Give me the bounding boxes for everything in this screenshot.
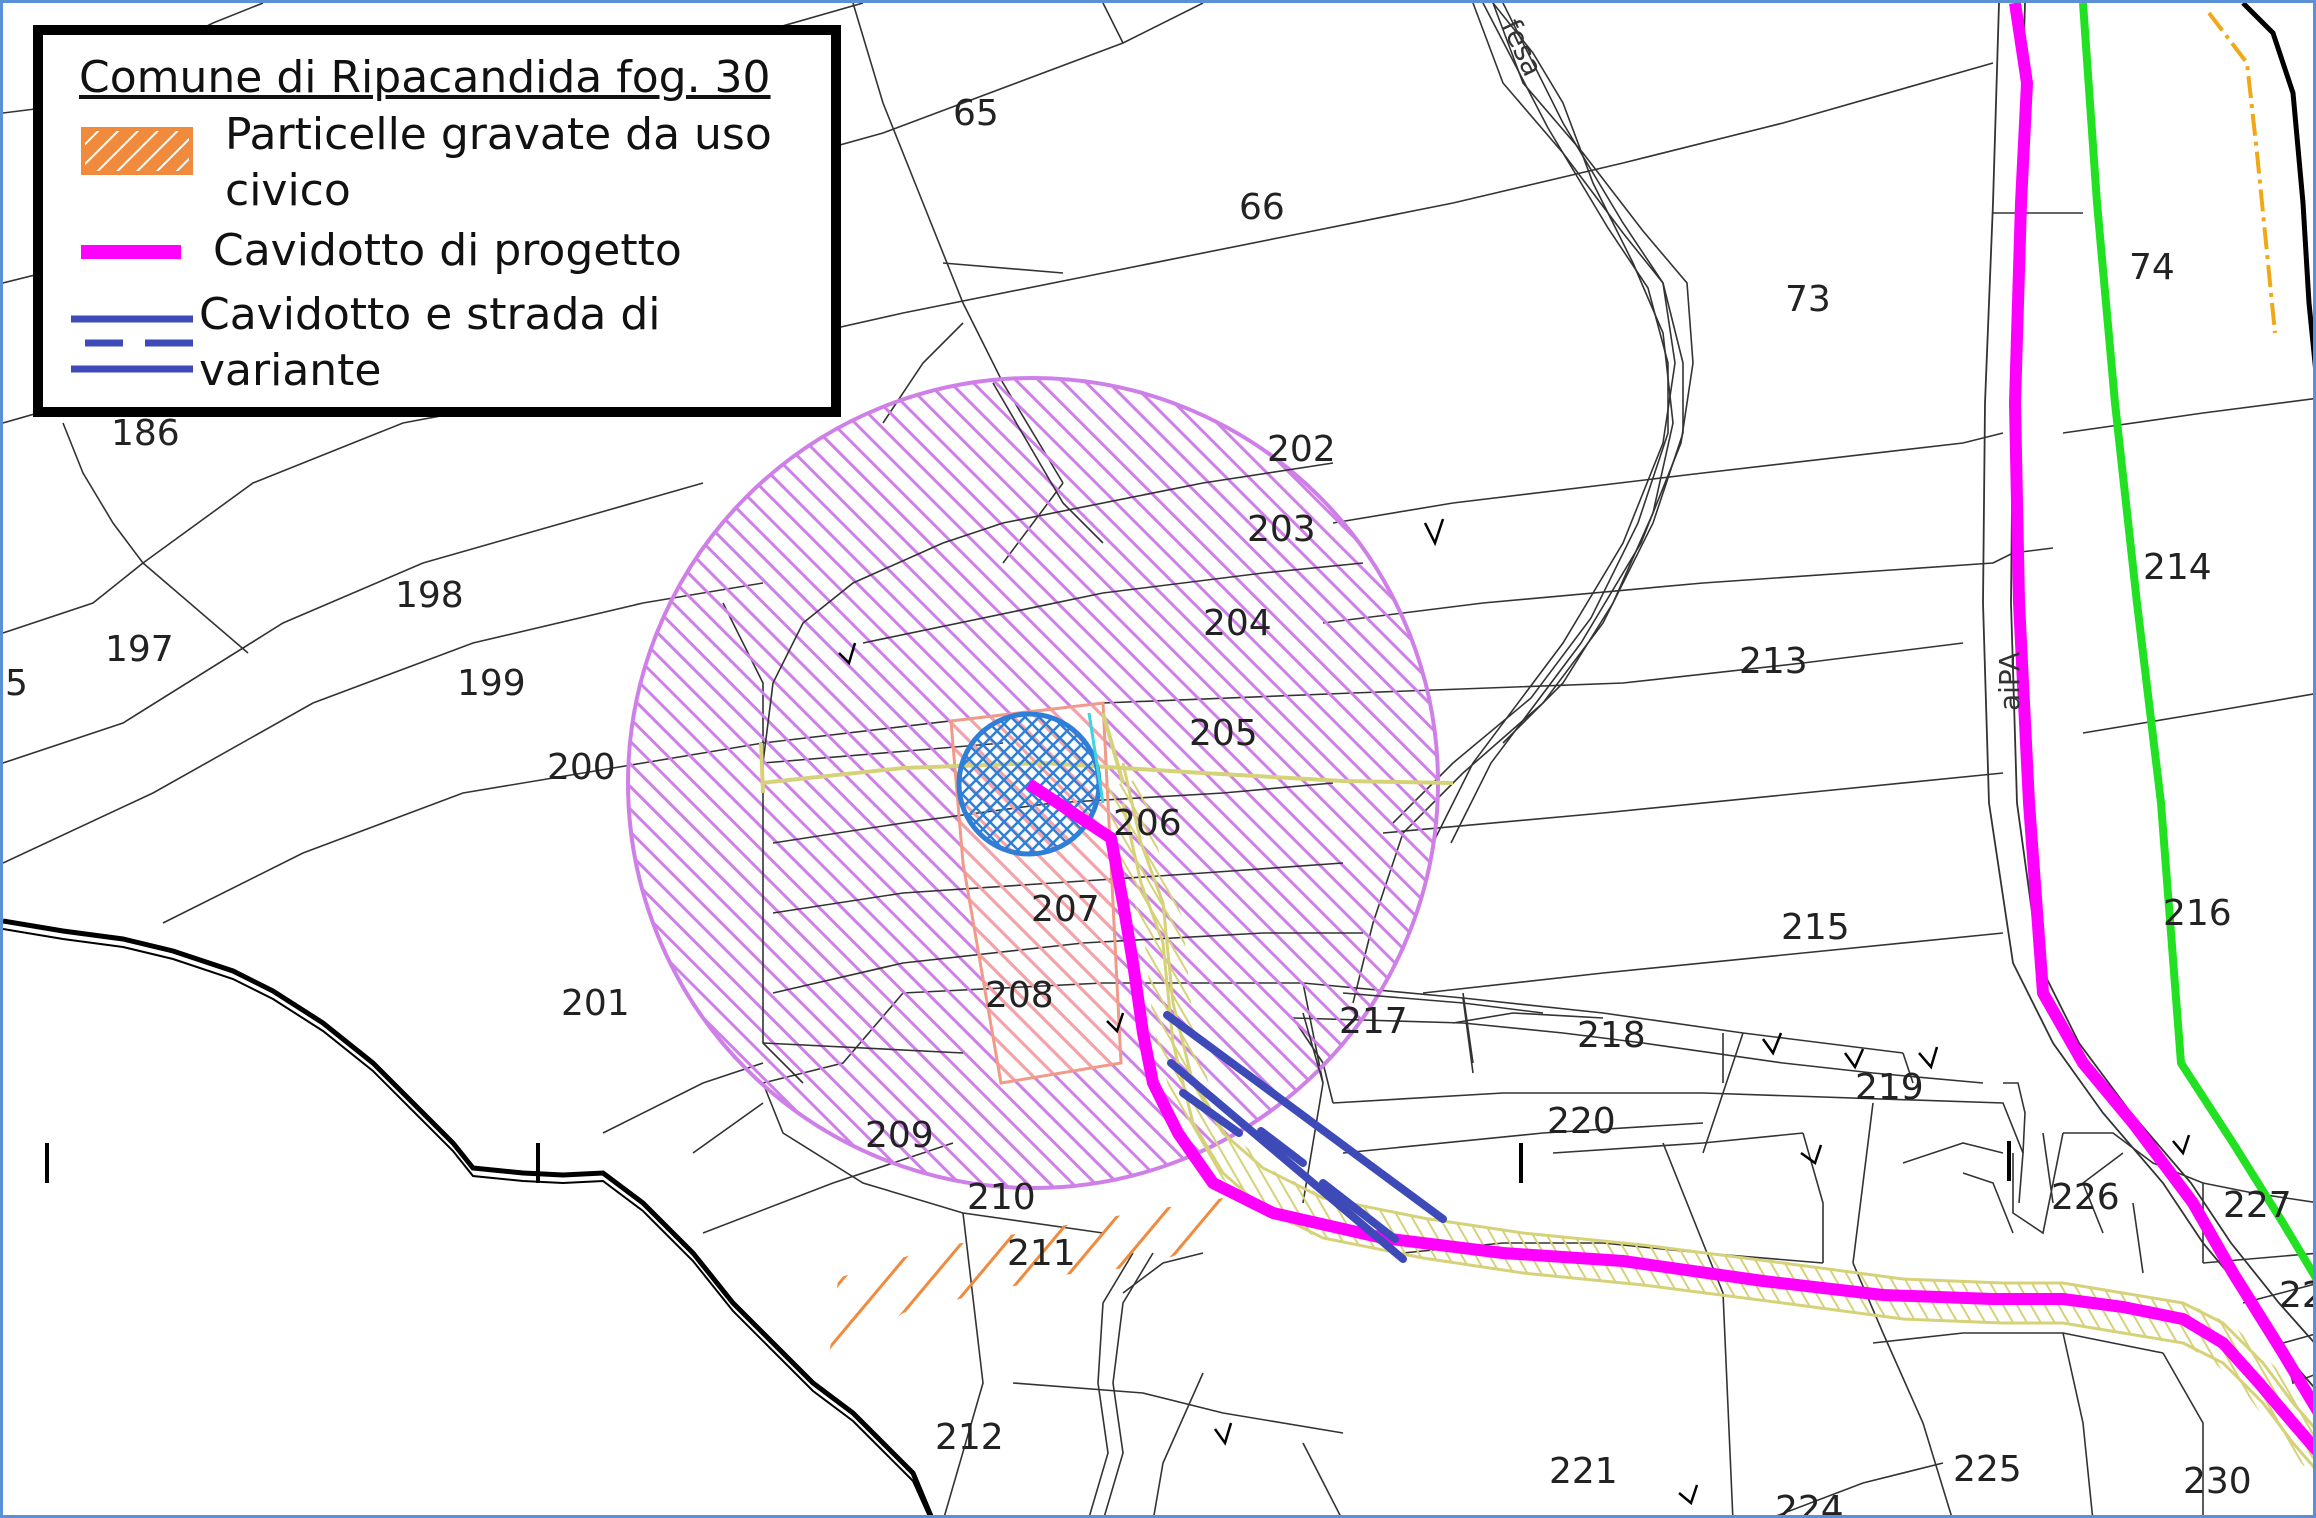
orange-hatch-swatch <box>65 107 193 175</box>
arrow-markers <box>838 518 2191 1506</box>
blue-triple-line-swatch <box>65 287 199 387</box>
legend-label-project-cable: Cavidotto di progetto <box>213 225 682 276</box>
parcel-74: 74 <box>2129 247 2175 288</box>
road-label-fesa: fesa <box>1495 14 1550 81</box>
parcel-218: 218 <box>1577 1015 1646 1056</box>
legend-title: Comune di Ripacandida fog. 30 <box>79 52 771 103</box>
parcel-201: 201 <box>561 983 630 1024</box>
parcel-215: 215 <box>1781 907 1850 948</box>
parcel-224: 224 <box>1775 1489 1844 1518</box>
parcel-200: 200 <box>547 747 616 788</box>
parcel-197: 197 <box>105 629 174 670</box>
legend-label-civic-use: Particelle gravate da uso civico <box>225 109 772 216</box>
parcel-213: 213 <box>1739 641 1808 682</box>
parcel-230: 230 <box>2183 1461 2252 1502</box>
parcel-206: 206 <box>1113 803 1182 844</box>
parcel-220: 220 <box>1547 1101 1616 1142</box>
parcel-221: 221 <box>1549 1451 1618 1492</box>
map-canvas: 65 66 73 74 186 197 198 199 200 201 202 … <box>3 3 2316 1518</box>
green-line <box>2079 3 2313 1281</box>
variant-route <box>1163 1011 1447 1263</box>
parcel-209: 209 <box>865 1115 934 1156</box>
parcel-203: 203 <box>1247 509 1316 550</box>
parcel-5: 5 <box>5 663 28 704</box>
parcel-217: 217 <box>1339 1001 1408 1042</box>
boundary-ticks <box>45 1141 2011 1183</box>
parcel-216: 216 <box>2163 893 2232 934</box>
parcel-212: 212 <box>935 1417 1004 1458</box>
parcel-207: 207 <box>1031 889 1100 930</box>
parcel-numbers: 65 66 73 74 186 197 198 199 200 201 202 … <box>5 93 2316 1518</box>
legend-item-civic-use: Particelle gravate da uso civico <box>65 107 809 219</box>
parcel-186: 186 <box>111 413 180 454</box>
parcel-66: 66 <box>1239 187 1285 228</box>
parcel-214: 214 <box>2143 547 2212 588</box>
parcel-227: 227 <box>2223 1185 2292 1226</box>
parcel-219: 219 <box>1855 1067 1924 1108</box>
road-fesa <box>1432 3 1694 844</box>
parcel-202: 202 <box>1267 429 1336 470</box>
parcel-211: 211 <box>1007 1233 1076 1274</box>
road-label-aipa: aiPA <box>1993 652 2026 711</box>
parcel-225: 225 <box>1953 1449 2022 1490</box>
parcel-199: 199 <box>457 663 526 704</box>
legend-item-project-cable: Cavidotto di progetto <box>65 223 809 279</box>
parcel-204: 204 <box>1203 603 1272 644</box>
parcel-226: 226 <box>2051 1177 2120 1218</box>
map-legend: Comune di Ripacandida fog. 30 Particelle… <box>33 25 841 417</box>
parcel-198: 198 <box>395 575 464 616</box>
municipal-boundary <box>3 3 2313 1515</box>
parcel-22: 22 <box>2279 1275 2316 1316</box>
dash-dot-line <box>2207 11 2277 334</box>
parcel-65: 65 <box>953 93 999 134</box>
legend-item-variant: Cavidotto e strada di variante <box>65 287 809 399</box>
parcel-210: 210 <box>967 1177 1036 1218</box>
magenta-line-swatch <box>65 223 213 279</box>
parcel-205: 205 <box>1189 713 1258 754</box>
legend-label-variant: Cavidotto e strada di variante <box>199 289 661 396</box>
parcel-73: 73 <box>1785 279 1831 320</box>
parcel-208: 208 <box>985 975 1054 1016</box>
project-cable <box>1025 3 2313 1456</box>
road-names: fesa aiPA <box>1495 14 2026 711</box>
civic-use-parcel-211 <box>823 1198 1223 1383</box>
